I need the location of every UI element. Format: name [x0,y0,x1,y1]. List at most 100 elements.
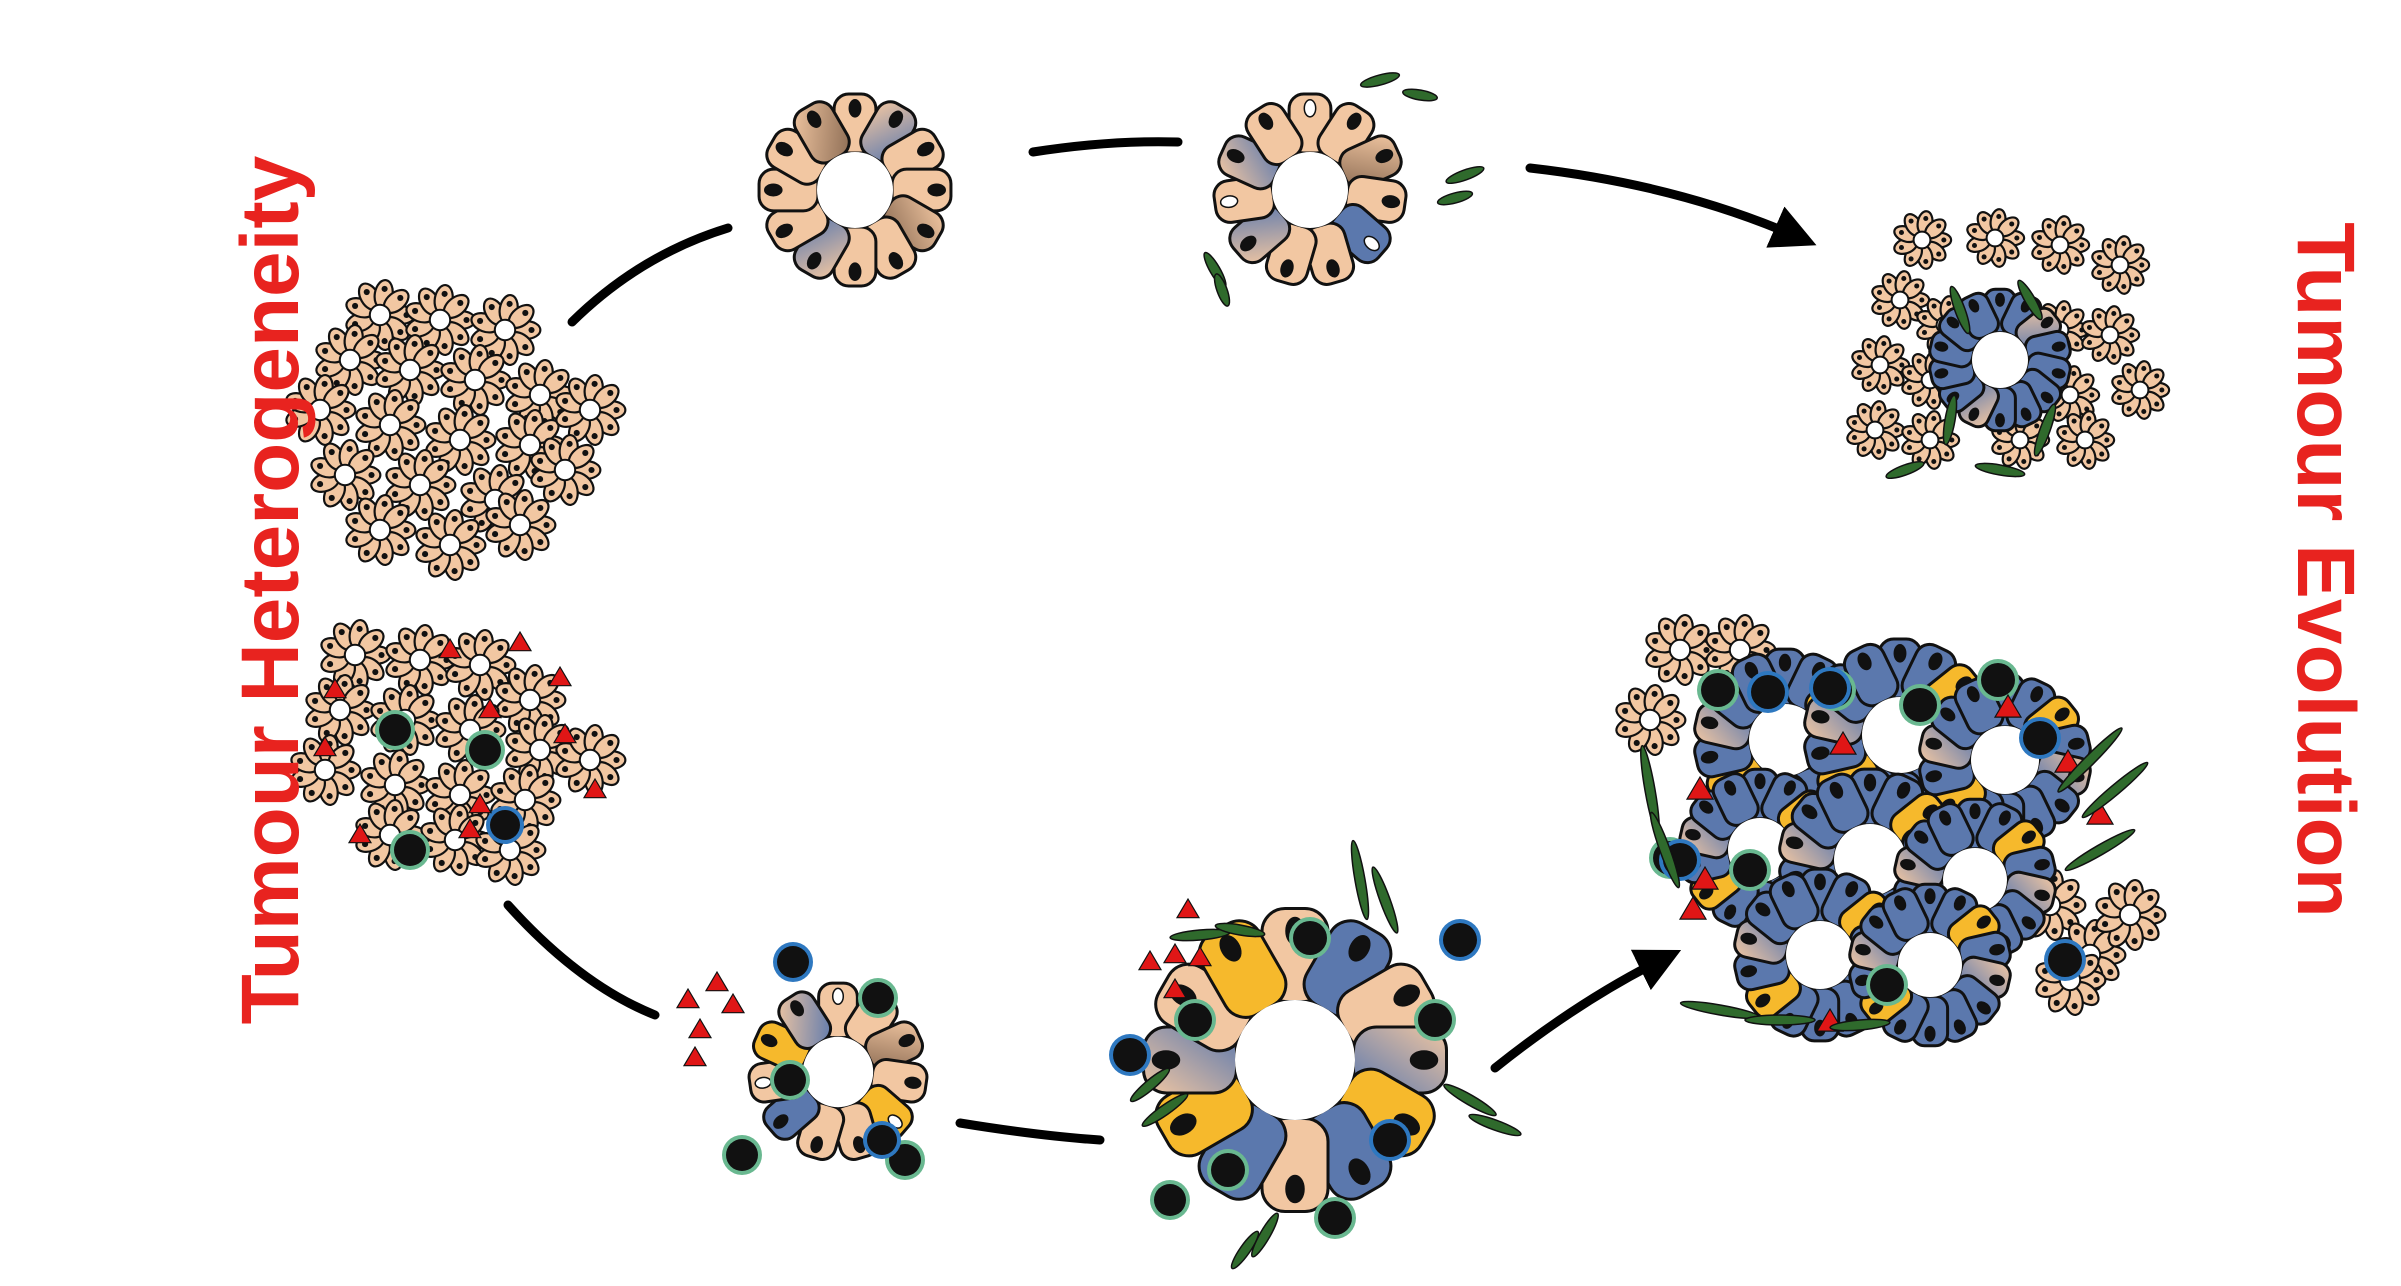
cytokine-triangle-icon [1690,865,1720,890]
arc-bottom-middle [955,1118,1105,1145]
fibroblast-icon [2081,761,2149,819]
flow-arrows [503,137,1817,1145]
fibroblast-icon [2033,403,2057,457]
gland-icon [440,343,512,417]
immune-cell-icon [722,1135,762,1175]
fibroblast-icon [1468,1113,1522,1137]
cytokine-triangle-icon [2053,748,2083,773]
gland-icon [530,433,602,507]
gland-icon [445,628,517,702]
gland-icon [415,508,487,582]
normal-cluster-top-left [285,278,627,582]
cytokine-triangle-icon [507,630,533,652]
fibroblast-icon [1744,1014,1816,1026]
immune-cell-icon [1414,999,1456,1041]
gland-icon [1893,210,1953,270]
gland-icon [315,323,387,397]
gland-icon [1615,683,1687,757]
immune-cell-icon [770,1060,810,1100]
gland-icon [1871,270,1931,330]
immune-cell-icon [1150,1180,1190,1220]
cytokine-triangle-icon [1685,775,1715,800]
cytokine-triangle-icon [675,987,701,1009]
immune-cell-icon [375,710,415,750]
gland-icon [345,493,417,567]
fibroblast-icon [1436,190,1474,206]
gland-icon [385,623,457,697]
gland-icon [425,403,497,477]
transforming-gland-top [1203,72,1485,307]
gland-icon [470,293,542,367]
gland-icon [2031,215,2091,275]
gland-icon [2111,360,2171,420]
cytokine-triangle-icon [1175,897,1201,919]
immune-cell-icon [1866,964,1908,1006]
fibroblast-icon [1401,88,1439,102]
evolved-cluster-top-right [1846,208,2171,480]
fibroblast-icon [1443,1083,1497,1117]
cytokine-triangle-icon [1993,693,2023,718]
gland-icon [420,803,492,877]
fibroblast-icon [1649,811,1681,889]
cytokine-triangle-icon [704,970,730,992]
fibroblast-icon [1949,285,1971,335]
arrow-top-right [1525,163,1817,248]
gland-icon [555,373,627,447]
immune-cell-icon [1977,659,2019,701]
cytokine-triangle-icon [547,665,573,687]
gland-icon [1901,410,1961,470]
fibroblast-icon [1445,165,1485,185]
immune-cell-icon [1729,849,1771,891]
immune-cell-icon [858,978,898,1018]
gland-icon [1212,92,1408,286]
cytokine-triangle-icon [467,792,493,814]
label-tumour-heterogeneity: Tumour Heterogeneity [225,155,316,1024]
gland-icon [2095,878,2167,952]
immune-cell-icon [863,1121,901,1159]
cytokine-triangle-icon [1828,730,1858,755]
gland-icon [1966,208,2026,268]
immune-cell-icon [465,730,505,770]
immune-cell-icon [773,942,813,982]
gland-icon [485,488,557,562]
cytokine-triangle-icon [437,637,463,659]
fibroblast-icon [2017,279,2043,321]
immune-cell-icon [1109,1034,1151,1076]
gland-icon [305,673,377,747]
fibroblast-icon [1974,462,2026,478]
immune-cell-icon [1289,917,1331,959]
immune-cell-icon [1207,1149,1249,1191]
gland-icon [757,92,953,288]
immune-cell-icon [486,806,524,844]
label-tumour-evolution: Tumour Evolution [2280,222,2371,917]
fibroblast-icon [1829,1018,1891,1032]
fibroblast-icon [1214,922,1266,938]
gland-icon [310,438,382,512]
fibroblast-icon [1942,394,1958,446]
fibroblast-icon [1141,1092,1189,1128]
evolved-tumour-bottom-right [1615,613,2167,1048]
fibroblast-icon [1371,866,1399,934]
cytokine-triangle-icon [687,1017,713,1039]
immune-cell-icon [1439,919,1481,961]
arc-top-left [567,223,733,327]
cytokine-triangle-icon [1137,949,1163,971]
immune-cell-icon [390,830,430,870]
inflamed-cluster-bottom-left [290,618,627,887]
gland-icon [2081,305,2141,365]
immune-cell-icon [1369,1119,1411,1161]
immune-cell-icon [1697,669,1739,711]
fibroblast-icon [2064,828,2136,872]
cytokine-triangle-icon [1162,942,1188,964]
gland-icon [285,373,357,447]
gland-icon [1851,335,1911,395]
fibroblast-icon [1885,460,1925,480]
normal-gland-top [757,92,953,288]
tumour-gland-bottom [1109,839,1522,1270]
cytokine-triangle-icon [1678,895,1708,920]
arc-bottom-left [503,900,660,1020]
cytokine-triangle-icon [552,722,578,744]
fibroblast-icon [1359,72,1401,88]
cytokine-triangle-icon [1162,977,1188,999]
